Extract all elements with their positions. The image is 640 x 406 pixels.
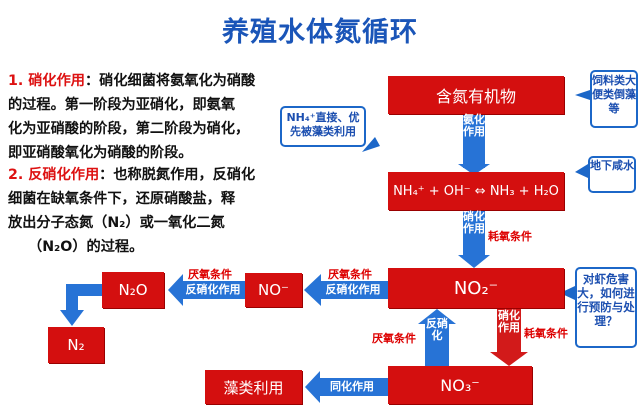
- node-nitrogen-gas: N₂: [48, 327, 104, 363]
- item-number: 2.: [8, 167, 24, 183]
- page-title: 养殖水体氮循环: [222, 17, 418, 48]
- arrow-nitrification1-head: [458, 255, 490, 268]
- arrow-nitrification1-shaft: [463, 209, 485, 259]
- node-organic-nitrogen: 含氮有机物: [388, 76, 564, 114]
- node-nitrite: NO₂⁻: [388, 268, 564, 308]
- callout-feed-source: 饲料类大便类倒藻等: [590, 70, 638, 128]
- callout-pointer: [362, 137, 380, 152]
- definition-denitrification: 2. 反硝化作用：也称脱氮作用，反硝化 细菌在缺氧条件下，还原硝酸盐，释 放出分…: [8, 163, 298, 259]
- arrow-denitrification-shaft: [425, 322, 449, 370]
- label-oxygen-consuming-2: 耗氧条件: [524, 327, 568, 340]
- arrow-denitrification-head: [418, 309, 456, 324]
- label-assimilation: 同化作用: [330, 380, 374, 393]
- label-anaerobic-2: 厌氧条件: [188, 268, 232, 281]
- text-line: （N₂O）的过程。: [28, 239, 144, 255]
- callout-nh4-algae: NH₄⁺直接、优先被藻类利用: [280, 106, 366, 147]
- arrow-ammonification-head: [458, 164, 490, 175]
- item-number: 1.: [8, 73, 24, 89]
- callout-pointer: [560, 286, 575, 300]
- definition-nitrification: 1. 硝化作用：硝化细菌将氨氧化为硝酸 的过程。第一阶段为亚硝化，即氨氧 化为亚…: [8, 69, 298, 165]
- text-line: ：硝化细菌将氨氧化为硝酸: [84, 73, 256, 89]
- text-line: 放出分子态氮（N₂）或一氧化二氮: [8, 215, 225, 231]
- arrow-nitrate-to-algae: [305, 371, 388, 403]
- arrow-nitrification2-head: [490, 352, 528, 366]
- callout-pointer: [575, 164, 588, 178]
- label-anaerobic-1: 厌氧条件: [328, 268, 372, 281]
- label-nitrification-2: 硝化作用: [498, 309, 520, 334]
- text-line: ：也称脱氮作用，反硝化: [99, 167, 256, 183]
- node-nitrate: NO₃⁻: [388, 366, 532, 404]
- text-line: 化为亚硝酸的阶段，第二阶段为硝化，: [8, 121, 250, 137]
- arrow-n2o-to-n2-head: [60, 310, 84, 326]
- node-ammonia-equilibrium: NH₄⁺ + OH⁻ ⇔ NH₃ + H₂O: [388, 172, 564, 210]
- arrow-ammonification-shaft: [463, 110, 485, 168]
- arrow-nitrification2-shaft: [497, 307, 521, 355]
- callout-pointer: [575, 90, 590, 100]
- term-nitrification: 硝化作用: [28, 73, 85, 89]
- label-nitrification-1: 硝化作用: [463, 210, 485, 235]
- label-ammonification: 氨化作用: [463, 113, 485, 138]
- callout-groundwater: 地下咸水: [588, 156, 636, 193]
- label-denitrification-up: 反硝化: [426, 317, 448, 342]
- arrow-nitrite-to-no: [304, 274, 388, 306]
- arrow-no-to-n2o: [168, 274, 245, 306]
- callout-shrimp-harm: 对虾危害大，如何进行预防与处理？: [575, 267, 637, 348]
- label-oxygen-consuming-1: 耗氧条件: [488, 230, 532, 243]
- text-line: 细菌在缺氧条件下，还原硝酸盐，释: [8, 191, 236, 207]
- node-algae-use: 藻类利用: [205, 370, 302, 404]
- arrow-n2o-to-n2: [66, 284, 102, 313]
- label-denitrify-2: 反硝化作用: [185, 283, 241, 296]
- label-denitrify-1: 反硝化作用: [325, 283, 381, 296]
- label-anaerobic-up: 厌氧条件: [372, 332, 416, 345]
- text-line: 的过程。第一阶段为亚硝化，即氨氧: [8, 97, 236, 113]
- node-nitrous-oxide: N₂O: [102, 272, 164, 308]
- text-line: 即亚硝酸氧化为硝酸的阶段。: [8, 145, 193, 161]
- term-denitrification: 反硝化作用: [28, 167, 100, 183]
- node-nitric-oxide: NO⁻: [245, 273, 302, 307]
